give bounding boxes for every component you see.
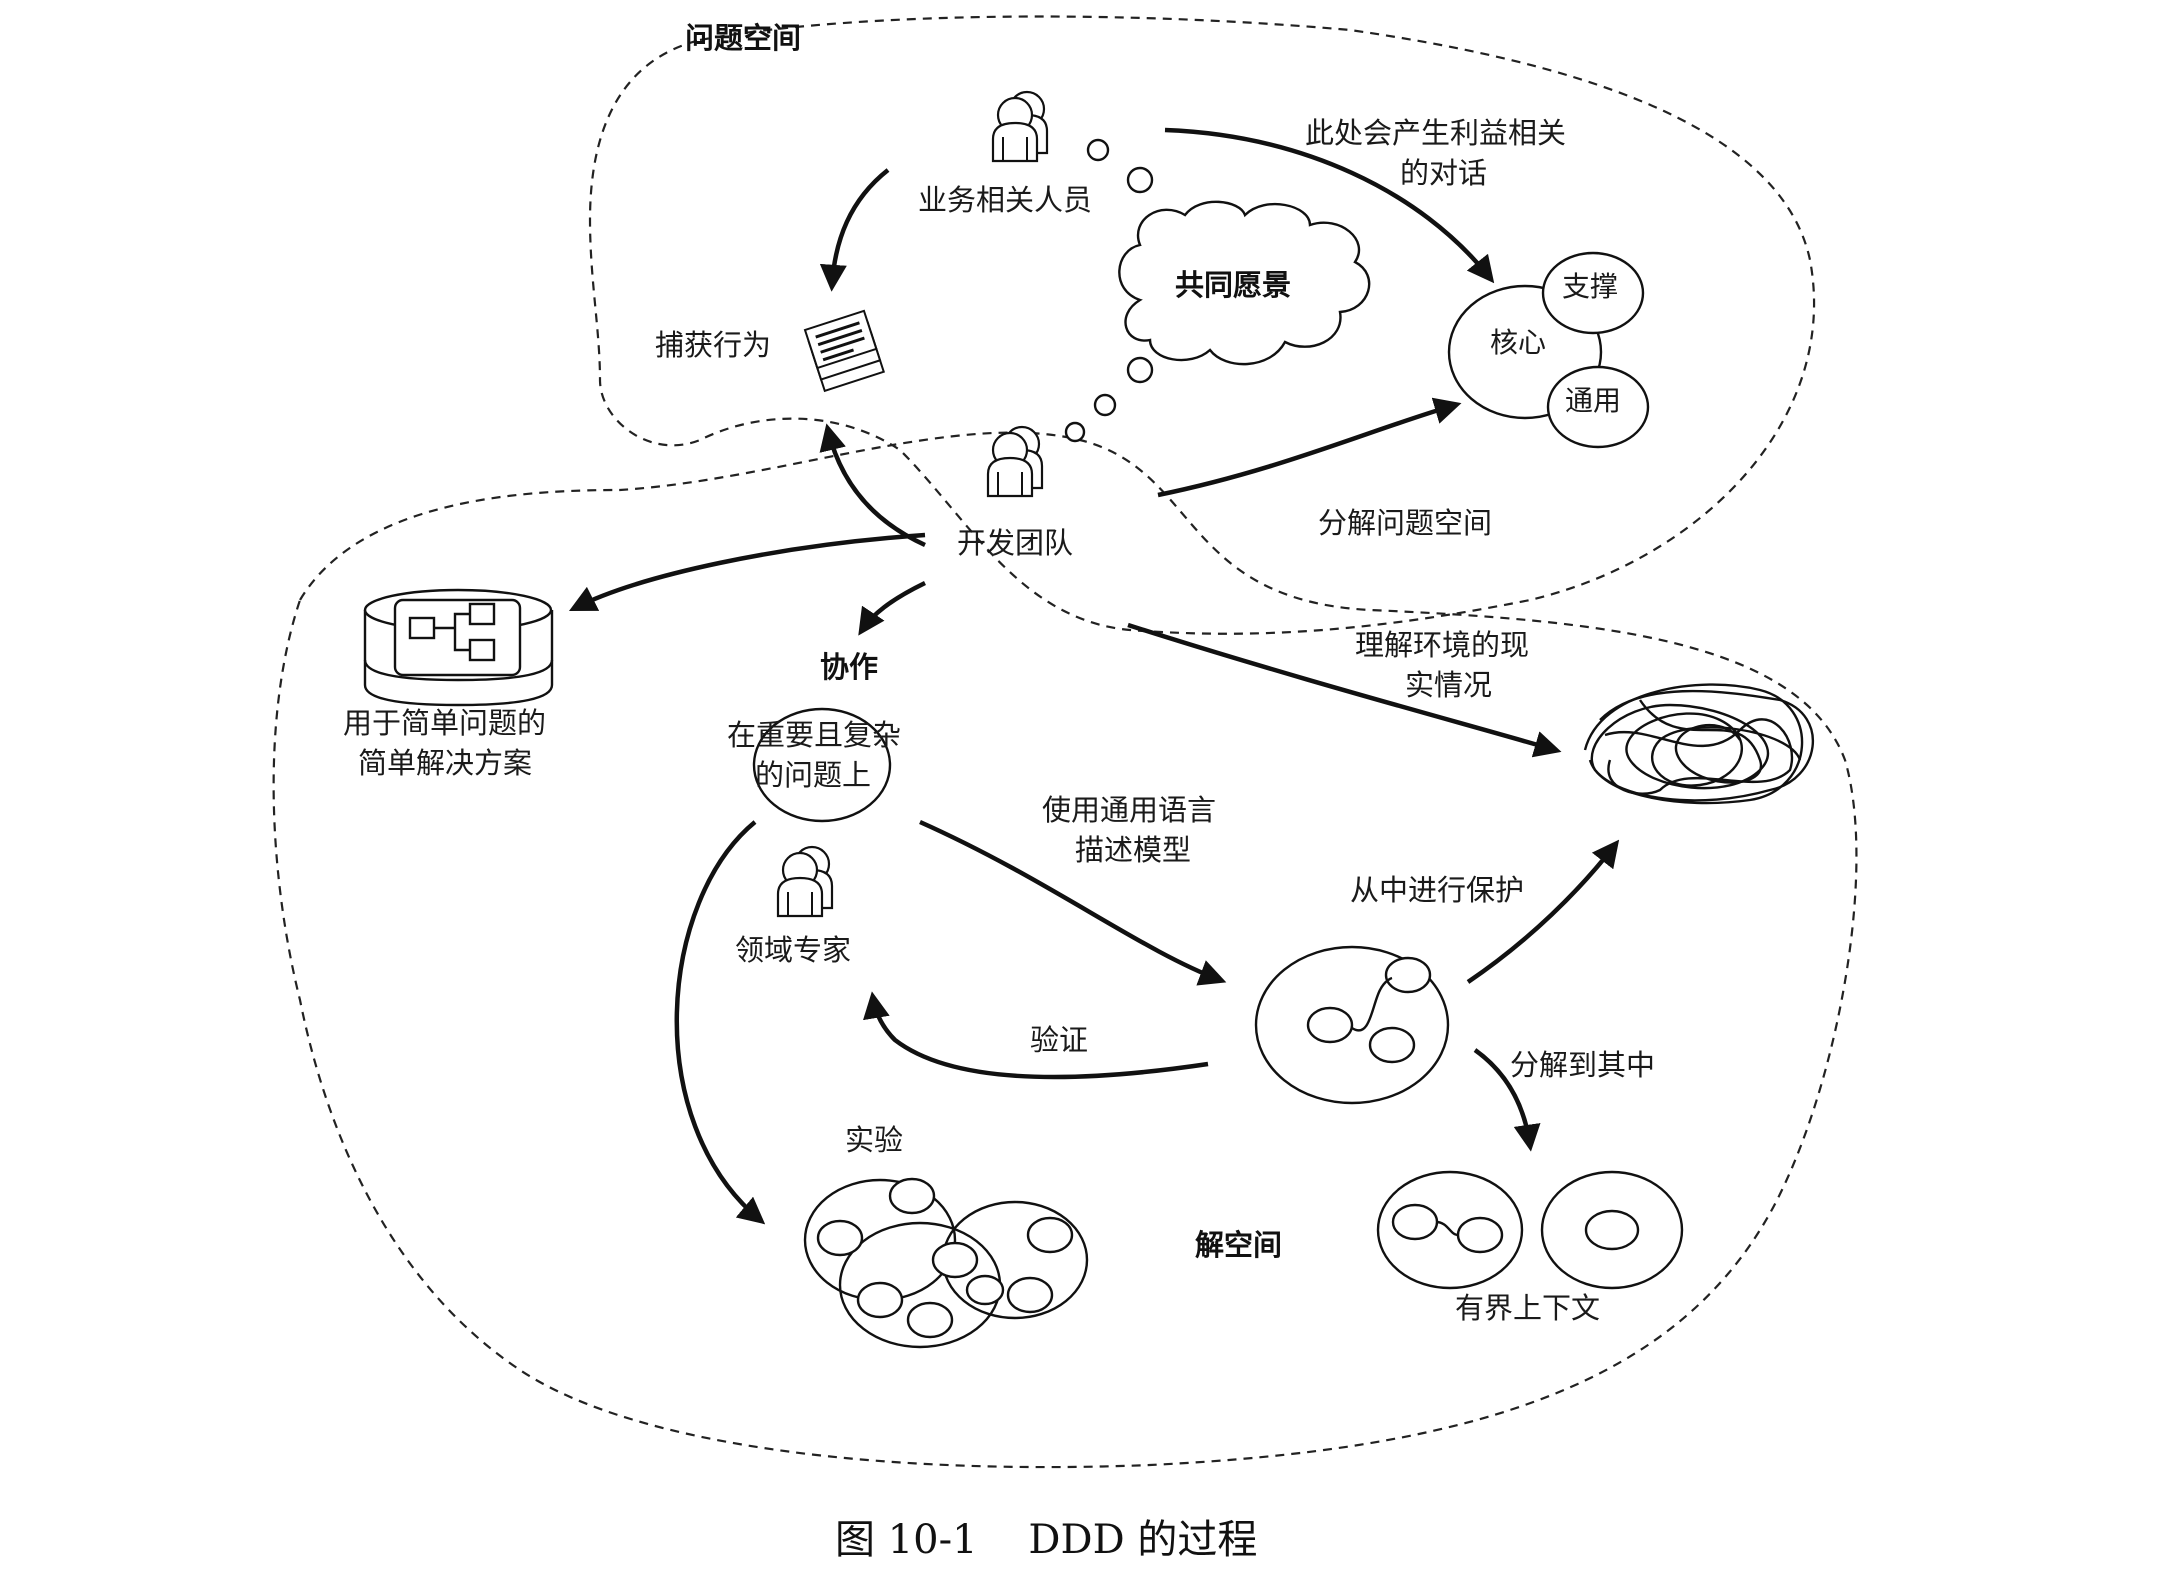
important-complex-label-line2: 的问题上 [755,758,871,792]
experiment-label: 实验 [845,1123,903,1157]
experiment-icon [803,1177,1089,1349]
solution-space-label: 解空间 [1195,1228,1282,1262]
generic-label: 通用 [1565,384,1621,417]
understand-reality-label-line2: 实情况 [1405,668,1492,702]
dialogue-label-line2: 的对话 [1400,156,1487,190]
thought-bubbles-icon [1064,138,1154,443]
important-complex-circle [752,707,892,823]
collaboration-label: 协作 [820,650,878,684]
bounded-contexts-icon [1376,1170,1684,1290]
database-cylinder-icon [363,588,554,707]
protect-label: 从中进行保护 [1350,873,1524,907]
tangled-reality-icon [1583,683,1815,805]
core-subdomains-icon [1447,251,1650,449]
simple-solution-label-line1: 用于简单问题的 [343,706,546,740]
problem-space-label: 问题空间 [685,21,801,55]
capture-behavior-label: 捕获行为 [655,328,771,362]
document-stack-icon [803,309,886,393]
ubiquitous-language-label-line1: 使用通用语言 [1042,793,1216,827]
problem-space-boundary [588,15,1816,635]
stakeholders-person-icon [991,90,1049,163]
shared-vision-label: 共同愿景 [1175,268,1291,302]
dev-team-person-icon [986,425,1044,498]
business-stakeholders-label: 业务相关人员 [918,183,1092,217]
decompose-into-label: 分解到其中 [1510,1048,1655,1082]
validate-label: 验证 [1030,1023,1088,1057]
core-label: 核心 [1490,326,1546,359]
solution-space-boundary [272,431,1858,1469]
figure-caption: 图 10-1 DDD 的过程 [835,1517,1257,1563]
process-arrows [568,127,1620,1225]
domain-expert-person-icon [776,845,834,918]
dev-team-label: 开发团队 [957,526,1073,560]
model-icon [1254,945,1450,1105]
understand-reality-label-line1: 理解环境的现 [1355,628,1529,662]
ubiquitous-language-label-line2: 描述模型 [1075,833,1191,867]
decompose-problem-label: 分解问题空间 [1318,506,1492,540]
support-label: 支撑 [1562,270,1618,303]
shared-vision-cloud-icon [1118,200,1371,366]
simple-solution-label-line2: 简单解决方案 [358,746,532,780]
dialogue-label-line1: 此处会产生利益相关 [1305,116,1566,150]
important-complex-label-line1: 在重要且复杂 [727,718,901,752]
bounded-context-label: 有界上下文 [1455,1291,1600,1325]
domain-expert-label: 领域专家 [735,933,851,967]
